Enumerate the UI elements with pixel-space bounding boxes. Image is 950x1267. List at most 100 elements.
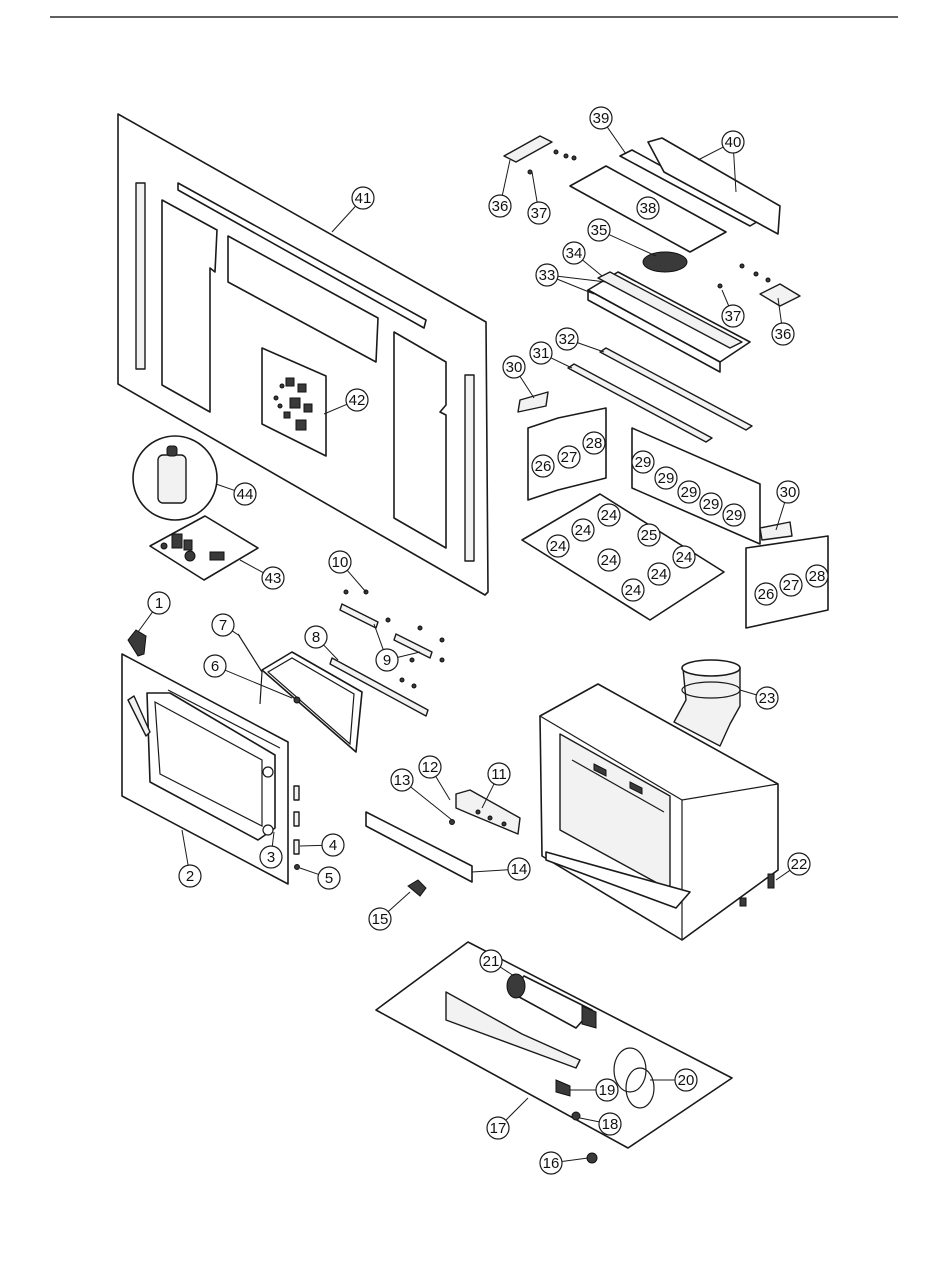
firebrick-set [518,392,828,628]
callout-label-12: 12 [422,759,439,776]
callout-label-17: 17 [490,1120,507,1137]
leader-line-13 [411,787,452,820]
callout-label-27a: 27 [561,449,578,466]
callout-label-29e: 29 [726,507,743,524]
blower-tray [376,942,732,1148]
callout-label-24a: 24 [601,507,618,524]
callout-label-15: 15 [372,911,389,928]
callout-label-20: 20 [678,1072,695,1089]
callout-label-37a: 37 [531,205,548,222]
firebox [540,684,778,940]
callout-label-25: 25 [641,527,658,544]
callout-label-23: 23 [759,690,776,707]
control-knob [128,630,146,656]
leader-line-8 [324,645,338,660]
callout-label-34: 34 [566,245,583,262]
callout-label-29a: 29 [635,454,652,471]
callout-label-24b: 24 [575,522,592,539]
callout-label-7: 7 [219,617,227,634]
leader-line-16 [562,1158,588,1162]
leader-line-23 [740,690,756,695]
callout-label-27b: 27 [783,577,800,594]
callout-label-37b: 37 [725,308,742,325]
callout-label-5: 5 [325,870,333,887]
leader-line-22 [776,870,790,880]
leader-line-41 [332,206,356,232]
callout-label-4: 4 [329,837,337,854]
leader-line-40 [698,147,723,160]
callout-label-11: 11 [491,766,507,783]
callout-label-41: 41 [355,190,372,207]
callout-label-24g: 24 [625,582,642,599]
leader-line-43 [240,560,263,573]
leader-line-44 [216,484,235,490]
callout-label-22: 22 [791,856,808,873]
leader-line-4 [300,845,322,846]
callout-label-14: 14 [511,861,528,878]
callout-label-8: 8 [312,629,320,646]
leader-line-37b [722,290,729,306]
callout-label-24d: 24 [601,552,618,569]
callout-label-24e: 24 [676,549,693,566]
callout-label-16: 16 [543,1155,560,1172]
callout-label-38: 38 [640,200,657,217]
callout-label-42: 42 [349,392,366,409]
callout-label-39: 39 [593,110,610,127]
callout-label-24c: 24 [550,538,567,555]
control-bracket [366,790,520,896]
callout-label-24f: 24 [651,566,668,583]
leader-line-34 [583,260,603,276]
leader-line-39 [607,127,626,154]
callout-label-29d: 29 [703,496,720,513]
leader-line-35 [609,235,656,256]
callout-label-18: 18 [602,1116,619,1133]
leader-line-31 [551,358,572,368]
leader-line-30a [520,376,534,398]
callout-label-1: 1 [155,595,163,612]
control-board [150,516,258,580]
callout-label-29b: 29 [658,470,675,487]
leader-line-37a [532,172,537,202]
callout-label-36b: 36 [775,326,792,343]
callout-label-10: 10 [332,554,349,571]
leader-line-33 [557,279,594,294]
callout-label-19: 19 [599,1082,616,1099]
callout-label-40: 40 [725,134,742,151]
leader-line-9 [398,652,420,657]
spray-can [133,436,217,520]
leader-line-12 [436,776,450,800]
callout-label-30a: 30 [506,359,523,376]
callout-label-3: 3 [267,849,275,866]
leader-line-9 [374,624,383,650]
wire-nut [587,1153,597,1163]
callout-label-28a: 28 [586,435,603,452]
callout-label-21: 21 [483,953,500,970]
callout-label-26a: 26 [535,458,552,475]
leader-line-14 [472,870,508,872]
callout-label-29c: 29 [681,484,698,501]
callout-label-32: 32 [559,331,576,348]
callout-label-9: 9 [383,652,391,669]
leader-line-32 [577,343,604,352]
callout-label-35: 35 [591,222,608,239]
callout-label-43: 43 [265,570,282,587]
callout-label-31: 31 [533,345,550,362]
leader-line-7 [232,631,240,636]
callout-label-30b: 30 [780,484,797,501]
leader-line-10 [347,570,366,592]
callout-label-26b: 26 [758,586,775,603]
callout-label-28b: 28 [809,568,826,585]
leader-line-1 [138,612,153,632]
surround-panel [118,114,488,595]
callout-label-2: 2 [186,868,194,885]
leader-line-15 [388,892,410,912]
hinge-pins [294,786,300,870]
callout-label-33: 33 [539,267,556,284]
callout-label-36a: 36 [492,198,509,215]
leader-line-5 [300,868,319,874]
leader-line-17 [506,1098,528,1120]
leader-line-36a [502,160,510,195]
callout-label-44: 44 [237,486,254,503]
callout-label-13: 13 [394,772,411,789]
